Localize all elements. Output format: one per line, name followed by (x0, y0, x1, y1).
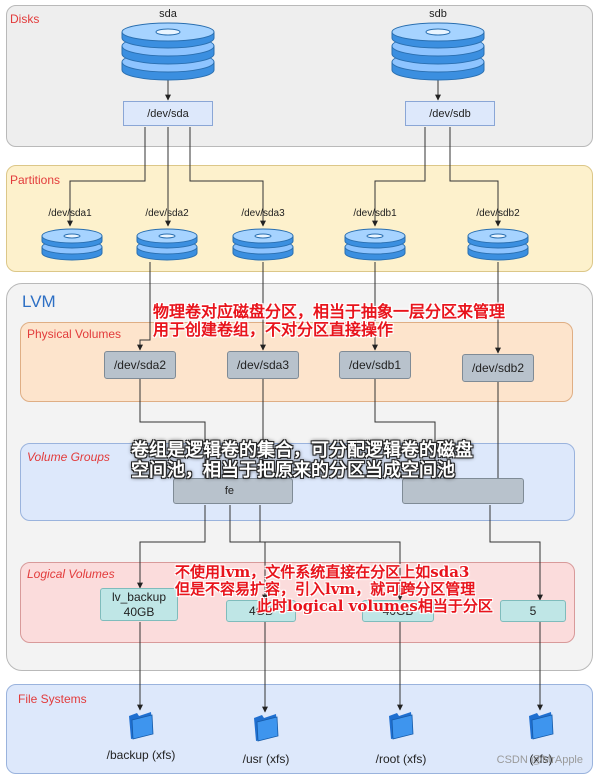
device-sdb: /dev/sdb (405, 101, 495, 126)
physical-volumes-title: Physical Volumes (27, 327, 122, 341)
partition-sdb1-icon (344, 228, 406, 261)
partition-sda2-label: /dev/sda2 (145, 208, 189, 219)
fs-usr-label: /usr (xfs) (242, 752, 290, 766)
partition-sda3-icon (232, 228, 294, 261)
disks-layer (6, 5, 593, 147)
lv-backup-name: lv_backup (111, 589, 167, 604)
annotation-pv-line2: 用于创建卷组，不对分区直接操作 (153, 319, 394, 339)
lvm-layer-title: LVM (22, 292, 56, 311)
connector-lv-usr (229, 505, 268, 601)
folder-icon (529, 712, 554, 740)
annotation-vg-line2: 空间池，相当于把原来的分区当成空间池 (131, 460, 455, 482)
connector-vg-sda2 (139, 379, 206, 478)
connector-pv-sda2 (137, 262, 151, 351)
lv-root: 40GB (362, 600, 434, 622)
vg-box-1: fe (173, 478, 293, 504)
annotation-lv-line2: 但是不容易扩容，引入lvm，就可跨分区管理 (175, 579, 476, 598)
vg-name: fe (224, 485, 234, 497)
annotation-pv: 物理卷对应磁盘分区，相当于抽象一层分区来管理 用于创建卷组，不对分区直接操作 (153, 303, 505, 339)
annotation-lv-line1: 不使用lvm，文件系统直接在分区上如sda3 (175, 563, 470, 581)
logical-volumes-title: Logical Volumes (27, 567, 115, 581)
connector-lv-4 (489, 505, 543, 601)
connector-lv-root (259, 505, 403, 601)
connector-sda3 (189, 127, 266, 227)
lv-backup-size: 40GB (123, 604, 155, 619)
watermark: CSDN @MrApple (496, 754, 583, 766)
partition-sdb1-label: /dev/sdb1 (353, 208, 397, 219)
lv-usr-size: 4GB (248, 603, 273, 618)
vg-box-2 (402, 478, 524, 504)
lv-backup: lv_backup 40GB (100, 588, 178, 621)
connector-sdb1 (372, 127, 426, 227)
partitions-layer-title: Partitions (10, 173, 61, 187)
folder-icon (389, 712, 414, 740)
folder-icon (129, 712, 154, 740)
partition-sda1-label: /dev/sda1 (48, 208, 92, 219)
folder-icon (254, 714, 279, 742)
annotation-lv: 不使用lvm，文件系统直接在分区上如sda3 但是不容易扩容，引入lvm，就可跨… (175, 564, 493, 614)
connector-vg-sdb1 (374, 379, 436, 478)
file-systems-title: File Systems (18, 692, 87, 706)
connector-lv-backup (137, 505, 206, 589)
lv-4: 5 (500, 600, 566, 622)
annotation-lv-line3: 此时logical volumes相当于分区 (257, 596, 493, 615)
device-sda: /dev/sda (123, 101, 213, 126)
annotation-pv-line1: 物理卷对应磁盘分区，相当于抽象一层分区来管理 (153, 302, 506, 321)
fs-4-label: (xfs) (529, 752, 553, 766)
disk-sdb-name: sdb (429, 8, 447, 20)
partition-sda2-icon (136, 228, 198, 261)
pv-sda3: /dev/sda3 (227, 351, 299, 379)
lv-root-size: 40GB (382, 603, 414, 618)
disk-sda-name: sda (159, 8, 177, 20)
file-systems-layer (6, 684, 593, 774)
partition-sdb2-label: /dev/sdb2 (476, 208, 520, 219)
annotation-vg-line1: 卷组是逻辑卷的集合，可分配逻辑卷的磁盘 (131, 440, 473, 461)
connector-sdb2 (449, 127, 501, 227)
disks-layer-title: Disks (10, 12, 40, 26)
disk-sdb-icon (391, 22, 485, 81)
partition-sda3-label: /dev/sda3 (241, 208, 285, 219)
volume-groups-title: Volume Groups (27, 450, 110, 464)
connector-sda1 (67, 127, 146, 227)
fs-root-label: /root (xfs) (375, 752, 427, 766)
annotation-vg: 卷组是逻辑卷的集合，可分配逻辑卷的磁盘 空间池，相当于把原来的分区当成空间池 (131, 440, 473, 482)
pv-sdb1: /dev/sdb1 (339, 351, 411, 379)
partition-sda1-icon (41, 228, 103, 261)
disk-sda-icon (121, 22, 215, 81)
fs-backup-label: /backup (xfs) (106, 748, 176, 762)
partition-sdb2-icon (467, 228, 529, 261)
lv-usr: 4GB (226, 600, 296, 622)
lv-4-size: 5 (529, 603, 537, 618)
pv-sdb2: /dev/sdb2 (462, 354, 534, 382)
pv-sda2: /dev/sda2 (104, 351, 176, 379)
